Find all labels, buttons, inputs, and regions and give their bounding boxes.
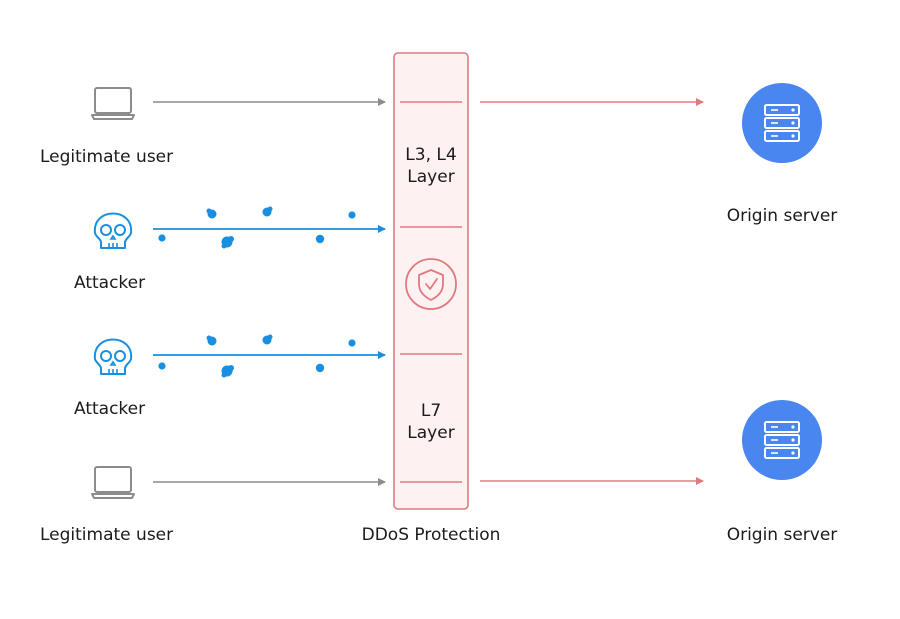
protection-dividers (400, 101, 462, 483)
origin-server-label: Origin server (726, 206, 838, 226)
layer-label-line: Layer (407, 167, 455, 187)
shield-check-icon (405, 258, 457, 310)
attack-packet-dot (315, 363, 325, 373)
laptop-icon (91, 466, 135, 499)
laptop-icon (91, 87, 135, 120)
ddos-protection-column (393, 52, 469, 510)
source-label-legitimate-user: Legitimate user (40, 525, 174, 545)
attack-packet-dot (315, 234, 325, 244)
attack-packets (158, 206, 356, 378)
server-icon (742, 83, 822, 163)
source-label-legitimate-user: Legitimate user (40, 147, 174, 167)
attack-packet-dot (158, 234, 166, 242)
attack-packet-dot (206, 335, 217, 346)
skull-icon (93, 212, 133, 249)
layer-label-l7: L7 Layer (407, 400, 454, 444)
origin-server-label: Origin server (726, 525, 838, 545)
attack-packet-dot (262, 334, 273, 345)
attack-packet-dot (221, 236, 234, 249)
attack-packet-dot (158, 362, 166, 370)
ddos-protection-label: DDoS Protection (361, 525, 501, 545)
layer-label-line: L7 (420, 401, 442, 421)
attack-packet-dot (348, 211, 356, 219)
source-label-attacker: Attacker (74, 273, 146, 293)
attack-packet-dot (262, 206, 273, 217)
layer-label-line: L3, L4 (405, 145, 457, 165)
layer-label-line: Layer (407, 423, 455, 443)
server-icon (742, 400, 822, 480)
attack-packet-dot (348, 339, 356, 347)
skull-icon (93, 338, 133, 375)
attack-packet-dot (221, 365, 234, 378)
attack-packet-dot (206, 208, 217, 219)
layer-label-l3-l4: L3, L4 Layer (405, 144, 456, 188)
source-label-attacker: Attacker (74, 399, 146, 419)
